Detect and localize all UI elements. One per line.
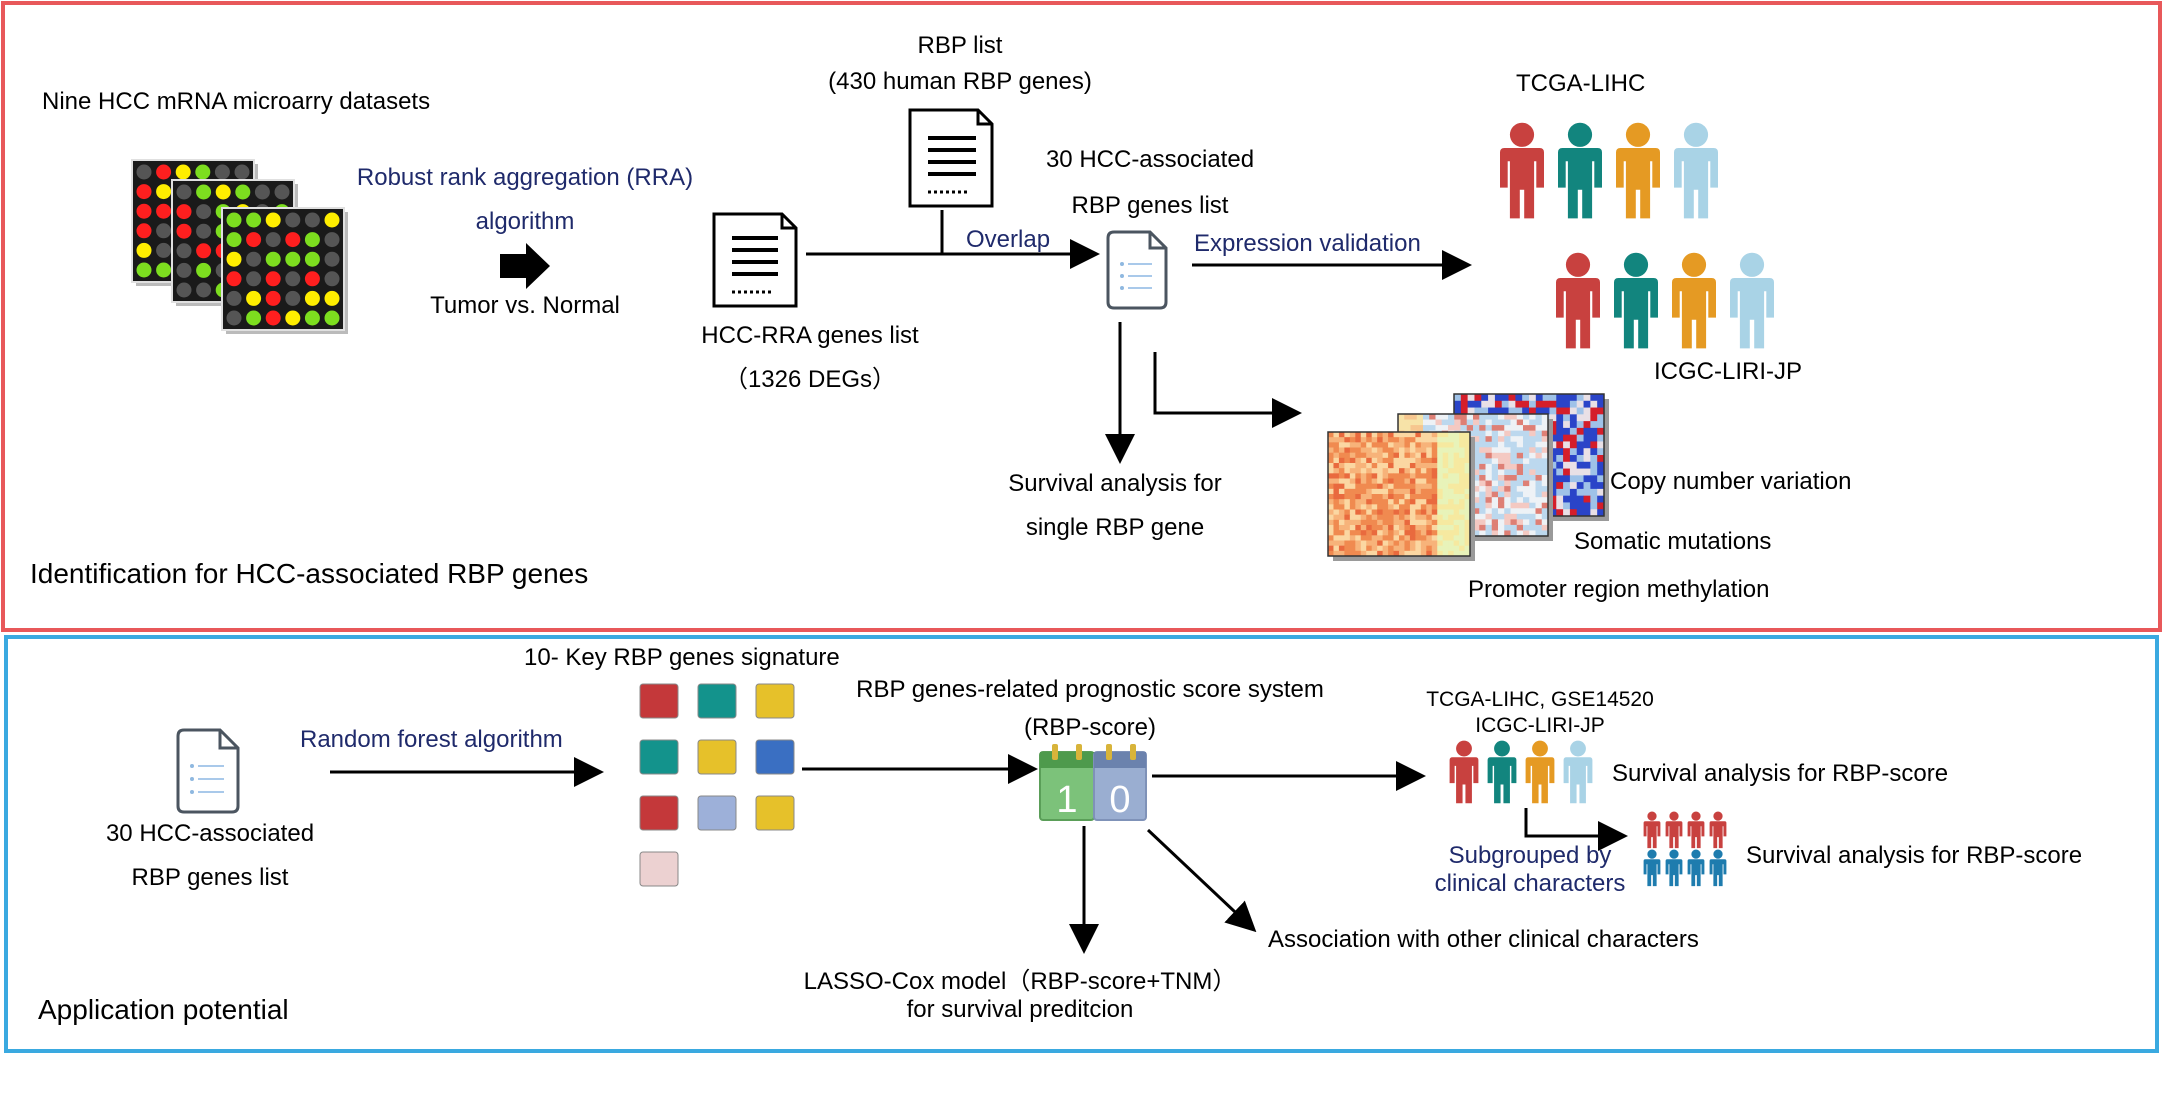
signature-gene-tile (755, 795, 795, 831)
hcc-associated-bottom-label-2: RBP genes list (131, 864, 289, 891)
person-icon (1687, 811, 1705, 849)
hcc-rra-document-icon (712, 212, 798, 308)
subgrouped-label-2: clinical characters (1434, 870, 1626, 897)
person-icon (1709, 811, 1727, 849)
section1-title: Identification for HCC-associated RBP ge… (30, 558, 589, 589)
section2-title: Application potential (38, 994, 289, 1025)
signature-gene-tile (697, 795, 737, 831)
tcga-label: TCGA-LIHC (1516, 70, 1646, 97)
methylation-heatmap (1327, 431, 1475, 561)
microarray-chip (221, 207, 345, 331)
rbp-list-label-2: (430 human RBP genes) (828, 68, 1092, 95)
lasso-label-1: LASSO-Cox model（RBP-score+TNM） (803, 968, 1237, 995)
key-signature-label: 10- Key RBP genes signature (524, 644, 840, 671)
signature-gene-tile (755, 739, 795, 775)
single-survival-label-1: Survival analysis for (1008, 470, 1222, 497)
icgc-people-icon (1556, 252, 1774, 349)
survival-rbp-score-label-2: Survival analysis for RBP-score (1746, 842, 2083, 869)
cnv-label: Copy number variation (1610, 468, 1852, 495)
hcc-associated-document-icon (1106, 230, 1168, 310)
person-icon (1616, 122, 1660, 219)
hcc-associated-label-1: 30 HCC-associated (1045, 146, 1255, 173)
rbp-list-label-1: RBP list (917, 32, 1003, 59)
cohorts-label-1: TCGA-LIHC, GSE14520 (1426, 688, 1654, 711)
person-icon (1563, 740, 1593, 804)
score-system-label-2: (RBP-score) (1023, 714, 1156, 741)
cohort-people-icon (1449, 740, 1593, 804)
tcga-people-icon (1500, 122, 1718, 219)
rra-arrow-icon (500, 243, 550, 289)
bottom-section-frame (4, 635, 2159, 1053)
person-icon (1449, 740, 1479, 804)
signature-gene-tile (697, 683, 737, 719)
person-icon (1558, 122, 1602, 219)
person-icon (1709, 849, 1727, 887)
tumor-vs-normal-label: Tumor vs. Normal (430, 292, 620, 319)
person-icon (1674, 122, 1718, 219)
hcc-associated-bottom-label-1: 30 HCC-associated (105, 820, 315, 847)
calendar-icon: 1 0 (1039, 744, 1147, 821)
cohorts-label-2: ICGC-LIRI-JP (1475, 714, 1605, 737)
person-icon (1556, 252, 1600, 349)
overlap-label: Overlap (966, 226, 1051, 253)
signature-gene-tile (639, 851, 679, 887)
lasso-label-2: for survival preditcion (906, 996, 1134, 1023)
signature-gene-tile (639, 739, 679, 775)
survival-rbp-score-label-1: Survival analysis for RBP-score (1612, 760, 1949, 787)
icgc-label: ICGC-LIRI-JP (1654, 358, 1803, 385)
single-survival-label-2: single RBP gene (1025, 514, 1205, 541)
rra-algorithm-label-1: Robust rank aggregation (RRA) (356, 164, 694, 191)
signature-gene-tile (639, 795, 679, 831)
person-icon (1487, 740, 1517, 804)
calendar-digit-2: 0 (1109, 779, 1130, 821)
rbp-list-document-icon (908, 108, 994, 208)
rra-algorithm-label-2: algorithm (475, 208, 575, 235)
signature-gene-tile (639, 683, 679, 719)
signature-gene-tile (697, 739, 737, 775)
hcc-rra-label-2: （1326 DEGs） (723, 366, 897, 393)
datasets-label: Nine HCC mRNA microarry datasets (42, 88, 431, 115)
person-icon (1665, 811, 1683, 849)
signature-gene-tile (755, 683, 795, 719)
calendar-digit-1: 1 (1056, 779, 1077, 821)
random-forest-label: Random forest algorithm (300, 726, 563, 753)
methylation-label: Promoter region methylation (1468, 576, 1770, 603)
top-section-frame (1, 1, 2162, 632)
score-system-label-1: RBP genes-related prognostic score syste… (856, 676, 1324, 703)
subgroup-arrow (1524, 808, 1628, 851)
person-icon (1672, 252, 1716, 349)
somatic-label: Somatic mutations (1574, 528, 1772, 555)
association-label: Association with other clinical characte… (1268, 926, 1699, 953)
association-arrow (1146, 828, 1257, 933)
hcc-associated-document-icon-bottom (176, 728, 240, 814)
microarray-icon (131, 159, 348, 334)
person-icon (1525, 740, 1555, 804)
subgrouped-label-1: Subgrouped by (1448, 842, 1612, 869)
hcc-associated-label-2: RBP genes list (1071, 192, 1229, 219)
signature-tiles (639, 683, 795, 887)
hcc-rra-label-1: HCC-RRA genes list (701, 322, 919, 349)
person-icon (1500, 122, 1544, 219)
person-icon (1687, 849, 1705, 887)
person-icon (1730, 252, 1774, 349)
person-icon (1614, 252, 1658, 349)
expression-validation-label: Expression validation (1194, 230, 1421, 257)
heatmap-arrow (1153, 352, 1302, 428)
person-icon (1665, 849, 1683, 887)
